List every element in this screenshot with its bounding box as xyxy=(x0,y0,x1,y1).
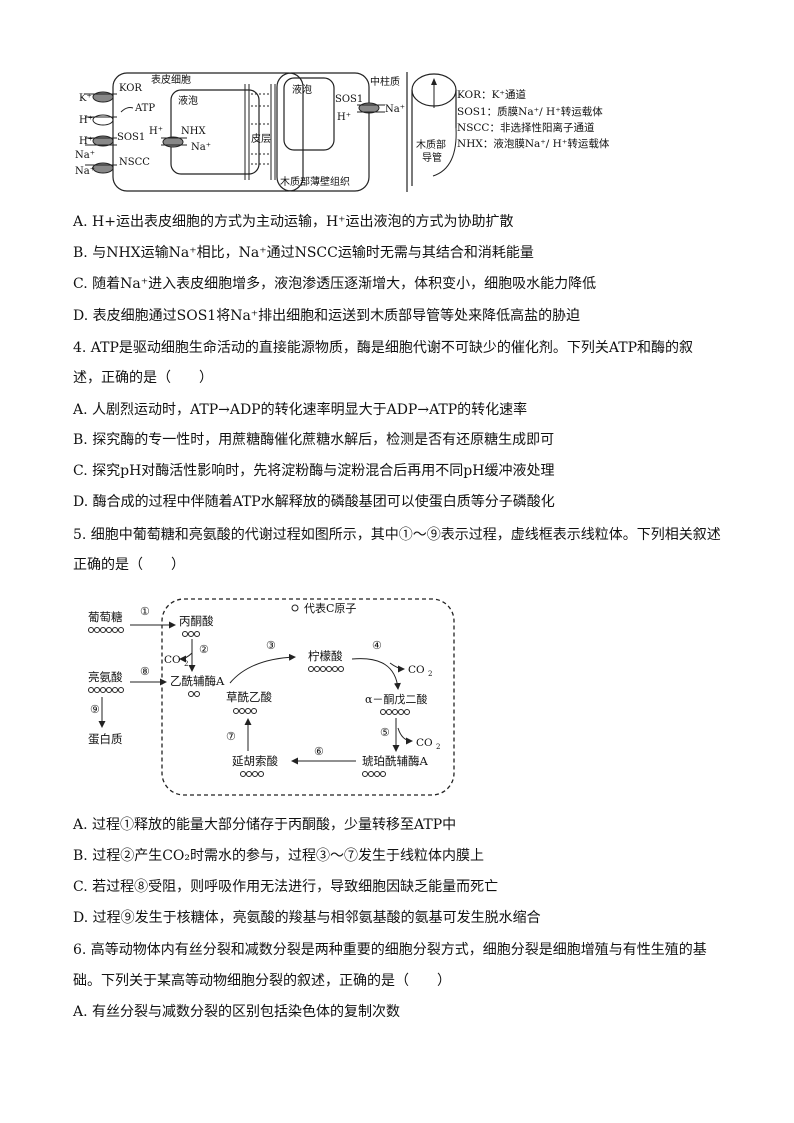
akg-label: α－酮戊二酸 xyxy=(365,692,427,706)
xylem-parenchyma-box xyxy=(276,72,370,192)
atp-label: ATP xyxy=(134,103,155,114)
q3-option-d: D. 表皮细胞通过SOS1将Na⁺排出细胞和运送到木质部导管等处来降低高盐的胁迫 xyxy=(73,308,581,324)
q6-stem-line1: 6. 高等动物体内有丝分裂和减数分裂是两种重要的细胞分裂方式，细胞分裂是细胞增殖… xyxy=(73,942,707,958)
na-ion-label-1: Na⁺ xyxy=(75,150,95,161)
q4-option-b: B. 探究酶的专一性时，用蔗糖酶催化蔗糖水解后，检测是否有还原糖生成即可 xyxy=(73,432,555,448)
glucose-label: 葡萄糖 xyxy=(88,610,123,624)
legend-kor: KOR：K⁺通道 xyxy=(457,88,526,101)
vacuole-box-2 xyxy=(283,77,335,151)
process-2: ② xyxy=(199,643,209,656)
q6-option-a: A. 有丝分裂与减数分裂的区别包括染色体的复制次数 xyxy=(73,1004,401,1020)
q4-option-c: C. 探究pH对酶活性影响时，先将淀粉酶与淀粉混合后再用不同pH缓冲液处理 xyxy=(73,463,555,479)
oxaloacetate-label: 草酰乙酸 xyxy=(226,690,272,704)
sos1-left-label: SOS1 xyxy=(117,132,145,143)
fumarate-label: 延胡索酸 xyxy=(232,754,278,768)
q3-option-a: A. H+运出表皮细胞的方式为主动运输，H⁺运出液泡的方式为协助扩散 xyxy=(73,214,514,230)
q5-stem-line1: 5. 细胞中葡萄糖和亮氨酸的代谢过程如图所示，其中①～⑨表示过程，虚线框表示线粒… xyxy=(73,527,721,543)
q5-option-b: B. 过程②产生CO₂时需水的参与，过程③～⑦发生于线粒体内膜上 xyxy=(73,848,484,864)
acetyl-coa-label: 乙酰辅酶A xyxy=(170,674,225,688)
pyruvate-label: 丙酮酸 xyxy=(179,614,214,628)
vessel-label-2: 导管 xyxy=(422,151,442,164)
xylem-parenchyma-label: 木质部薄壁组织 xyxy=(280,175,350,188)
salt-transport-diagram: 表皮细胞 液泡 液泡 皮层 木质部薄壁组织 中柱质 木质部 导管 KOR ATP… xyxy=(75,72,610,192)
h-ion-label-2: H⁺ xyxy=(79,136,93,147)
co2-a-sub: 2 xyxy=(184,660,188,668)
co2-a-label: CO xyxy=(164,654,181,666)
vacuole-label-2: 液泡 xyxy=(292,83,312,96)
q4-stem-line2: 述，正确的是（ ） xyxy=(73,370,213,386)
h-ion-label-1: H⁺ xyxy=(79,115,93,126)
glucose-carbons xyxy=(88,627,124,633)
k-ion-label: K⁺ xyxy=(79,93,92,104)
protein-label: 蛋白质 xyxy=(88,732,123,746)
process-6: ⑥ xyxy=(314,745,324,758)
h-ion-label-3: H⁺ xyxy=(149,126,163,137)
q5-stem-line2: 正确的是（ ） xyxy=(73,557,185,573)
kor-label: KOR xyxy=(119,83,142,94)
process-8: ⑧ xyxy=(140,665,150,678)
na-ion-label-3: Na⁺ xyxy=(191,142,211,153)
epidermal-cell-label: 表皮细胞 xyxy=(151,73,191,86)
legend-sos1: SOS1：质膜Na⁺/ H⁺转运载体 xyxy=(457,105,603,118)
process-9: ⑨ xyxy=(90,703,100,716)
metabolism-diagram: 代表C原子 葡萄糖 ① 丙酮酸 ② CO 2 乙酰辅酶A 亮氨酸 ⑧ ⑨ 蛋白质… xyxy=(88,598,455,796)
carbon-legend: 代表C原子 xyxy=(304,601,356,615)
q6-stem-line2: 础。下列关于某高等动物细胞分裂的叙述，正确的是（ ） xyxy=(73,973,451,989)
leucine-label: 亮氨酸 xyxy=(88,670,123,684)
citrate-label: 柠檬酸 xyxy=(308,649,343,663)
q4-stem-line1: 4. ATP是驱动细胞生命活动的直接能源物质，酶是细胞代谢不可缺少的催化剂。下列… xyxy=(73,340,694,356)
process-5: ⑤ xyxy=(380,726,390,739)
vacuole-label-1: 液泡 xyxy=(178,94,198,107)
process-1: ① xyxy=(140,605,150,618)
co2-b-label: CO xyxy=(408,664,425,676)
q4-option-a: A. 人剧烈运动时，ATP→ADP的转化速率明显大于ADP→ATP的转化速率 xyxy=(73,402,528,418)
na-ion-label-2: Na⁺ xyxy=(75,166,95,177)
nhx-label: NHX xyxy=(181,126,206,137)
vessel-label-1: 木质部 xyxy=(416,138,446,151)
q3-option-c: C. 随着Na⁺进入表皮细胞增多，液泡渗透压逐渐增大，体积变小，细胞吸水能力降低 xyxy=(73,276,597,292)
h-ion-label-4: H⁺ xyxy=(337,112,351,123)
succinyl-coa-label: 琥珀酰辅酶A xyxy=(362,754,428,768)
q3-option-b: B. 与NHX运输Na⁺相比，Na⁺通过NSCC运输时无需与其结合和消耗能量 xyxy=(73,245,534,261)
q4-option-d: D. 酶合成的过程中伴随着ATP水解释放的磷酸基团可以使蛋白质等分子磷酸化 xyxy=(73,494,555,510)
legend-nhx: NHX：液泡膜Na⁺/ H⁺转运载体 xyxy=(457,137,610,150)
mitochondrion-box xyxy=(161,598,455,796)
co2-c-label: CO xyxy=(416,737,433,749)
stele-label: 中柱质 xyxy=(370,75,400,88)
q5-option-d: D. 过程⑨发生于核糖体，亮氨酸的羧基与相邻氨基酸的氨基可发生脱水缩合 xyxy=(73,910,541,926)
co2-b-sub: 2 xyxy=(428,670,432,678)
sos1-right-label: SOS1 xyxy=(335,94,363,105)
process-3: ③ xyxy=(266,639,276,652)
process-4: ④ xyxy=(372,639,382,652)
nscc-label: NSCC xyxy=(119,157,150,168)
epidermal-cell-box xyxy=(112,72,304,192)
na-ion-label-4: Na⁺ xyxy=(385,104,405,115)
q5-option-a: A. 过程①释放的能量大部分储存于丙酮酸，少量转移至ATP中 xyxy=(73,817,457,833)
co2-c-sub: 2 xyxy=(436,743,440,751)
vacuole-box-1 xyxy=(170,89,260,175)
q5-option-c: C. 若过程⑧受阻，则呼吸作用无法进行，导致细胞因缺乏能量而死亡 xyxy=(73,879,499,895)
legend-nscc: NSCC：非选择性阳离子通道 xyxy=(457,121,595,134)
process-7: ⑦ xyxy=(226,730,236,743)
cortex-label: 皮层 xyxy=(251,132,271,145)
